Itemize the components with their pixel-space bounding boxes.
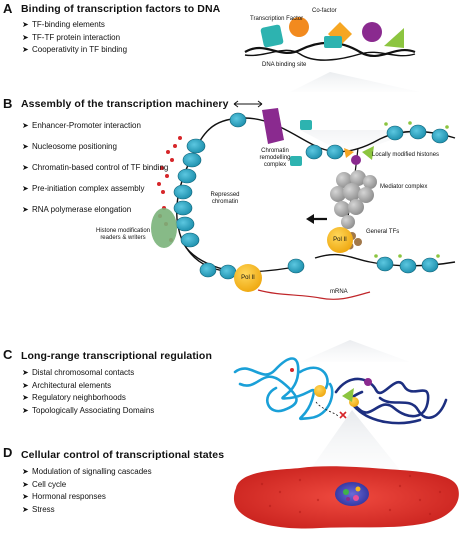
list-item: ➤Nucleosome positioning bbox=[22, 136, 168, 157]
panel-d-bullets: ➤Modulation of signalling cascades ➤Cell… bbox=[22, 466, 152, 516]
label-mediator-complex: Mediator complex bbox=[380, 184, 428, 190]
panel-b-bullets: ➤Enhancer-Promoter interaction ➤Nucleoso… bbox=[22, 115, 168, 220]
arrow-bullet-icon: ➤ bbox=[22, 492, 29, 501]
zoom-beam-c-d bbox=[310, 410, 400, 470]
label-transcription-factor: Transcription Factor bbox=[250, 16, 304, 22]
list-item: ➤Chromatin-based control of TF binding bbox=[22, 157, 168, 178]
mediator-complex-shape bbox=[330, 170, 377, 229]
label-locally-modified-histones: Locally modified histones bbox=[372, 152, 440, 158]
panel-a-title: Binding of transcription factors to DNA bbox=[21, 3, 221, 15]
arrow-bullet-icon: ➤ bbox=[22, 20, 29, 29]
arrow-bullet-icon: ➤ bbox=[22, 45, 29, 54]
mrna-strand bbox=[257, 289, 371, 300]
list-item: ➤Pre-initiation complex assembly bbox=[22, 178, 168, 199]
panel-d-diagram bbox=[233, 466, 459, 529]
panel-b-diagram bbox=[151, 100, 456, 300]
list-item: ➤Stress bbox=[22, 504, 152, 517]
arrow-bullet-icon: ➤ bbox=[22, 405, 29, 415]
label-dna-binding-site: DNA binding site bbox=[262, 62, 307, 68]
zoom-beam-b-c bbox=[300, 340, 410, 362]
label-mrna: mRNA bbox=[330, 289, 348, 295]
pol2-promoter bbox=[327, 227, 353, 253]
list-item: ➤Topologically Associating Domains bbox=[22, 405, 154, 418]
panel-c-letter: C bbox=[3, 347, 13, 362]
chromosome-dark bbox=[334, 377, 448, 425]
arrow-bullet-icon: ➤ bbox=[22, 504, 29, 514]
panel-a-diagram bbox=[244, 17, 416, 61]
arrow-bullet-icon: ➤ bbox=[22, 205, 29, 214]
panel-d-letter: D bbox=[3, 445, 13, 460]
cofactor-shape bbox=[289, 17, 309, 37]
repressed-nucleosomes bbox=[173, 138, 206, 248]
list-item: ➤Enhancer-Promoter interaction bbox=[22, 115, 168, 136]
histone-green-marks bbox=[374, 121, 449, 258]
list-item: ➤Cell cycle bbox=[22, 479, 152, 492]
list-item: ➤RNA polymerase elongation bbox=[22, 199, 168, 220]
purple-tf-shape bbox=[362, 22, 382, 42]
list-item: ➤Distal chromosomal contacts bbox=[22, 367, 154, 380]
chromosome-light bbox=[233, 357, 334, 421]
label-cofactor: Co-factor bbox=[312, 8, 337, 14]
label-histone-readers-writers: Histone modification readers & writers bbox=[95, 228, 151, 241]
list-item: ➤Cooperativity in TF binding bbox=[22, 44, 127, 57]
arrow-bullet-icon: ➤ bbox=[22, 467, 29, 476]
green-tf-shape bbox=[384, 28, 404, 48]
list-item: ➤TF-binding elements bbox=[22, 19, 127, 32]
list-item: ➤Hormonal responses bbox=[22, 491, 152, 504]
histone-readers-writers-shape bbox=[151, 208, 177, 248]
list-item: ➤Regulatory neighborhoods bbox=[22, 392, 154, 405]
arrow-bullet-icon: ➤ bbox=[22, 32, 29, 42]
arrow-bullet-icon: ➤ bbox=[22, 142, 29, 151]
label-general-tfs: General TFs bbox=[366, 229, 400, 235]
arrow-bullet-icon: ➤ bbox=[22, 479, 29, 489]
list-item: ➤TF-TF protein interaction bbox=[22, 32, 127, 45]
arrow-bullet-icon: ➤ bbox=[22, 380, 29, 390]
arrow-bullet-icon: ➤ bbox=[22, 368, 29, 377]
panel-a-letter: A bbox=[3, 1, 13, 16]
nucleus-shape bbox=[335, 482, 369, 506]
arrow-bullet-icon: ➤ bbox=[22, 163, 29, 172]
panel-c-title: Long-range transcriptional regulation bbox=[21, 350, 212, 362]
architectural-protein-yellow bbox=[314, 385, 326, 397]
arrow-bullet-icon: ➤ bbox=[22, 121, 29, 130]
panel-b-letter: B bbox=[3, 96, 13, 111]
label-pol2-elongating: Pol II bbox=[241, 275, 255, 281]
arrow-bullet-icon: ➤ bbox=[22, 393, 29, 402]
list-item: ➤Modulation of signalling cascades bbox=[22, 466, 152, 479]
blocked-contact-mark bbox=[339, 411, 347, 419]
transcription-factor-shape bbox=[260, 24, 284, 48]
chromatin-remodelling-complex bbox=[262, 108, 284, 144]
panel-d-title: Cellular control of transcriptional stat… bbox=[21, 449, 225, 461]
label-pol2-promoter: Pol II bbox=[333, 237, 347, 243]
label-repressed-chromatin: Repressed chromatin bbox=[210, 192, 240, 205]
panel-b-title: Assembly of the transcription machinery bbox=[21, 98, 229, 110]
pol2-elongating bbox=[234, 264, 262, 292]
cell-texture bbox=[260, 474, 442, 516]
label-chromatin-remodelling: Chromatin remodelling complex bbox=[259, 148, 291, 168]
panel-c-diagram bbox=[233, 357, 448, 425]
arrow-bullet-icon: ➤ bbox=[22, 184, 29, 193]
zoom-beam-a-b bbox=[290, 72, 420, 92]
list-item: ➤Architectural elements bbox=[22, 380, 154, 393]
panel-a-bullets: ➤TF-binding elements ➤TF-TF protein inte… bbox=[22, 19, 127, 57]
top-nucleosomes bbox=[199, 112, 449, 280]
panel-c-bullets: ➤Distal chromosomal contacts ➤Architectu… bbox=[22, 367, 154, 417]
